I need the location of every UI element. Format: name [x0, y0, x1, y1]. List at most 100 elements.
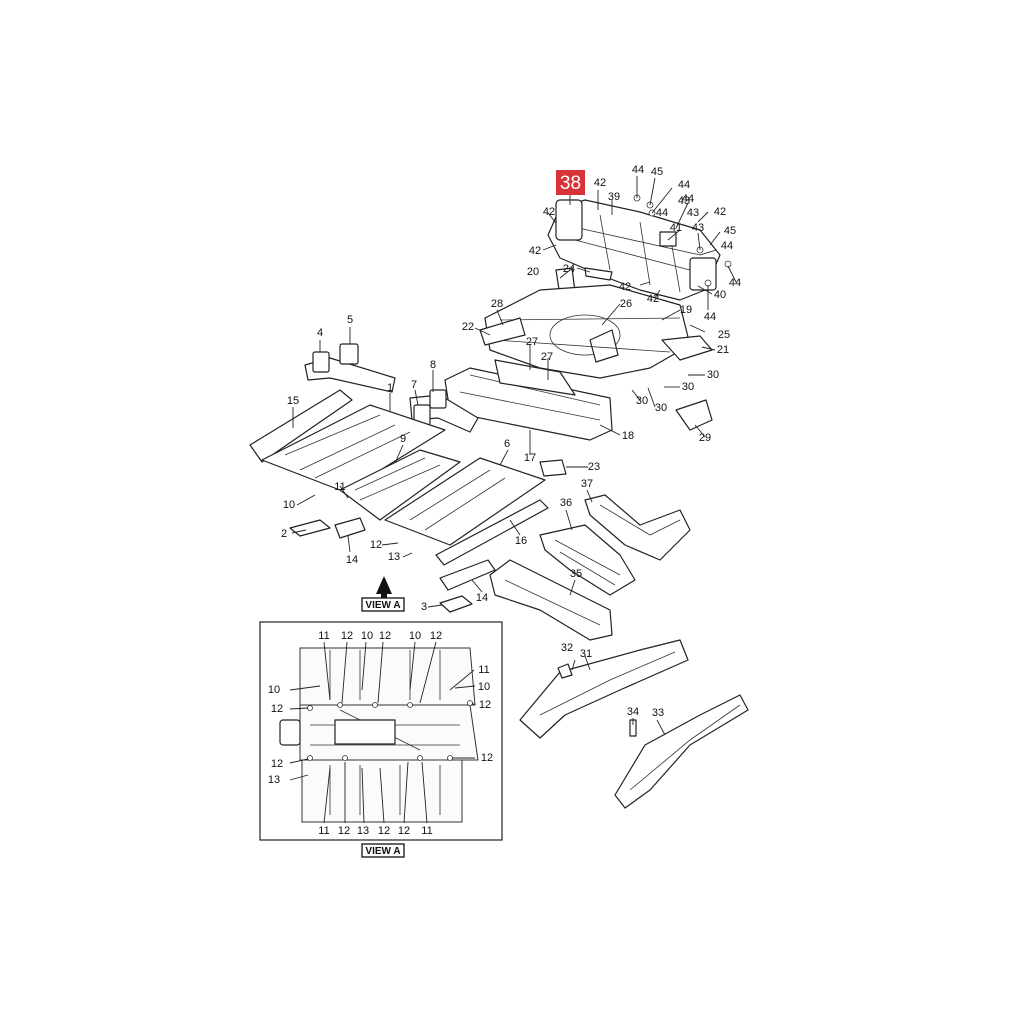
callout-44: 44 [729, 277, 741, 289]
callout-12: 12 [370, 539, 382, 551]
inset-callout-12: 12 [379, 630, 391, 642]
callout-17: 17 [524, 452, 536, 464]
callout-44: 44 [678, 179, 690, 191]
side-rail-35 [489, 559, 613, 641]
callout-14: 14 [346, 554, 358, 566]
callout-43: 43 [687, 207, 699, 219]
callout-14: 14 [476, 592, 488, 604]
inset-callout-11: 11 [318, 825, 329, 837]
callout-28: 28 [491, 298, 503, 310]
front-floor-left-15 [249, 389, 353, 463]
callout-33: 33 [652, 707, 664, 719]
inset-callout-10: 10 [478, 681, 490, 693]
callout-31: 31 [580, 648, 592, 660]
callout-29: 29 [699, 432, 711, 444]
inset-callout-12: 12 [430, 630, 442, 642]
seat-crossmember-left [304, 343, 396, 393]
callout-8: 8 [430, 359, 436, 371]
side-rail-36 [539, 524, 636, 596]
tunnel-9 [339, 449, 461, 521]
callout-13: 13 [388, 551, 400, 563]
callout-36: 36 [560, 497, 572, 509]
callout-22: 22 [462, 321, 474, 333]
callout-45: 45 [651, 166, 663, 178]
callout-27: 27 [526, 336, 538, 348]
callout-44: 44 [632, 164, 644, 176]
seat-crossmember-right [409, 389, 479, 433]
callout-42: 42 [594, 177, 606, 189]
inset-callout-12: 12 [479, 699, 491, 711]
sill-16 [435, 499, 549, 566]
callout-35: 35 [570, 568, 582, 580]
callout-42: 42 [619, 281, 631, 293]
callout-4: 4 [317, 327, 323, 339]
callout-26: 26 [620, 298, 632, 310]
side-rail-37 [584, 494, 691, 561]
callout-30: 30 [682, 381, 694, 393]
callout-6: 6 [504, 438, 510, 450]
inset-callout-12: 12 [338, 825, 350, 837]
callout-39: 39 [608, 191, 620, 203]
callout-18: 18 [622, 430, 634, 442]
inset-callout-12: 12 [378, 825, 390, 837]
part-3 [439, 595, 473, 613]
inset-callout-12: 12 [341, 630, 353, 642]
callout-32: 32 [561, 642, 573, 654]
part-14-rear [439, 559, 496, 591]
callout-42: 42 [714, 206, 726, 218]
callout-45: 45 [724, 225, 736, 237]
callout-16: 16 [515, 535, 527, 547]
inset-callout-12: 12 [271, 758, 283, 770]
view-a-arrow-icon [376, 576, 392, 606]
callout-labels: 42 39 44 45 44 44 43 43 44 42 43 42 41 4… [268, 164, 741, 837]
callout-2: 2 [281, 528, 287, 540]
callout-19: 19 [680, 304, 692, 316]
callout-44: 44 [721, 240, 733, 252]
view-a-label-main-box [361, 597, 405, 612]
part-14-front [334, 517, 366, 539]
callout-23: 23 [588, 461, 600, 473]
part-32 [557, 663, 573, 679]
callout-10: 10 [283, 499, 295, 511]
callout-30: 30 [655, 402, 667, 414]
inset-callout-12: 12 [271, 703, 283, 715]
front-floor-pan-1 [261, 404, 446, 493]
inset-callout-12: 12 [398, 825, 410, 837]
part-2 [289, 519, 331, 537]
part-23 [539, 459, 567, 477]
callout-27: 27 [541, 351, 553, 363]
front-floor-pan-6 [384, 457, 546, 546]
inset-callout-10: 10 [409, 630, 421, 642]
callout-20: 20 [527, 266, 539, 278]
callout-15: 15 [287, 395, 299, 407]
callout-44: 44 [682, 193, 694, 205]
rear-floor-pan [484, 284, 691, 379]
callout-43: 43 [678, 195, 690, 207]
callout-11: 11 [334, 481, 345, 493]
callout-44: 44 [656, 207, 668, 219]
view-a-label-inset: VIEW A [365, 846, 400, 857]
inset-callout-11: 11 [318, 630, 329, 642]
callout-7: 7 [411, 379, 417, 391]
view-a-inset [259, 621, 503, 841]
front-rail-33 [614, 694, 749, 809]
callout-37: 37 [581, 478, 593, 490]
callout-21: 21 [717, 344, 729, 356]
callout-1: 1 [387, 382, 393, 394]
callout-25: 25 [718, 329, 730, 341]
callout-42: 42 [647, 293, 659, 305]
callout-34: 34 [627, 706, 639, 718]
callout-9: 9 [400, 433, 406, 445]
callout-30: 30 [636, 395, 648, 407]
callout-24: 24 [563, 263, 575, 275]
callout-5: 5 [347, 314, 353, 326]
inset-callout-10: 10 [268, 684, 280, 696]
part-27 [494, 359, 576, 396]
inset-callout-10: 10 [361, 630, 373, 642]
part-29 [675, 399, 713, 431]
callout-41: 41 [670, 222, 682, 234]
part-21 [661, 335, 713, 361]
part-22 [479, 317, 526, 346]
view-a-label-main: VIEW A [365, 600, 400, 611]
